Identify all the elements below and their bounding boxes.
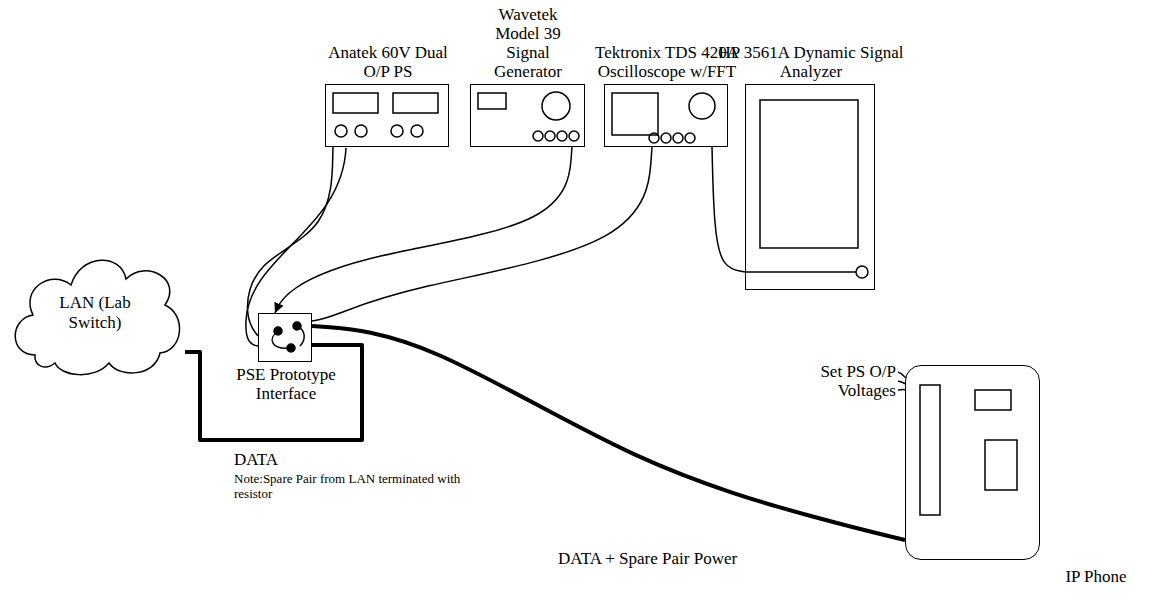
- note-text: Note:Spare Pair from LAN terminated with…: [232, 472, 464, 501]
- instrument-label: HP 3561A Dynamic Signal Analyzer: [716, 43, 906, 81]
- cable: [247, 147, 333, 336]
- pse-terminals: [272, 322, 304, 352]
- ps-second-wire: [246, 148, 346, 346]
- instrument-label: IP Phone: [1056, 567, 1136, 586]
- cable: [712, 147, 745, 272]
- signal-analyzer: HP 3561A Dynamic Signal Analyzer: [745, 84, 875, 290]
- connection-label: DATA: [232, 450, 280, 469]
- ip-phone: IP Phone: [905, 365, 1040, 560]
- cable: [312, 147, 652, 321]
- setup-note: Set PS O/P Voltages: [808, 362, 898, 400]
- instrument-label: PSE Prototype Interface: [216, 365, 356, 403]
- oscilloscope-panel: [612, 93, 715, 143]
- analyzer-panel: [746, 100, 868, 278]
- connection-label: DATA + Spare Pair Power: [556, 549, 739, 568]
- cable: [312, 326, 905, 540]
- instrument-label: Anatek 60V Dual O/P PS: [322, 43, 454, 81]
- pse-interface: PSE Prototype Interface: [258, 313, 312, 362]
- signal-generator-panel: [478, 92, 579, 141]
- cloud-path: [15, 260, 179, 374]
- power-supply-panel: [333, 93, 438, 137]
- signal-generator: Wavetek Model 39 Signal Generator: [470, 84, 585, 147]
- oscilloscope: Tektronix TDS 420A Oscilloscope w/FFT: [604, 84, 728, 147]
- power-supply: Anatek 60V Dual O/P PS: [325, 84, 449, 147]
- instrument-label: Wavetek Model 39 Signal Generator: [486, 5, 570, 81]
- cable: [275, 147, 572, 313]
- node-body: LAN (Lab Switch): [5, 245, 185, 380]
- lan-cloud: LAN (Lab Switch): [5, 245, 185, 380]
- node-text: LAN (Lab Switch): [41, 293, 149, 331]
- cable: [185, 345, 362, 440]
- phone-details: [920, 385, 1017, 515]
